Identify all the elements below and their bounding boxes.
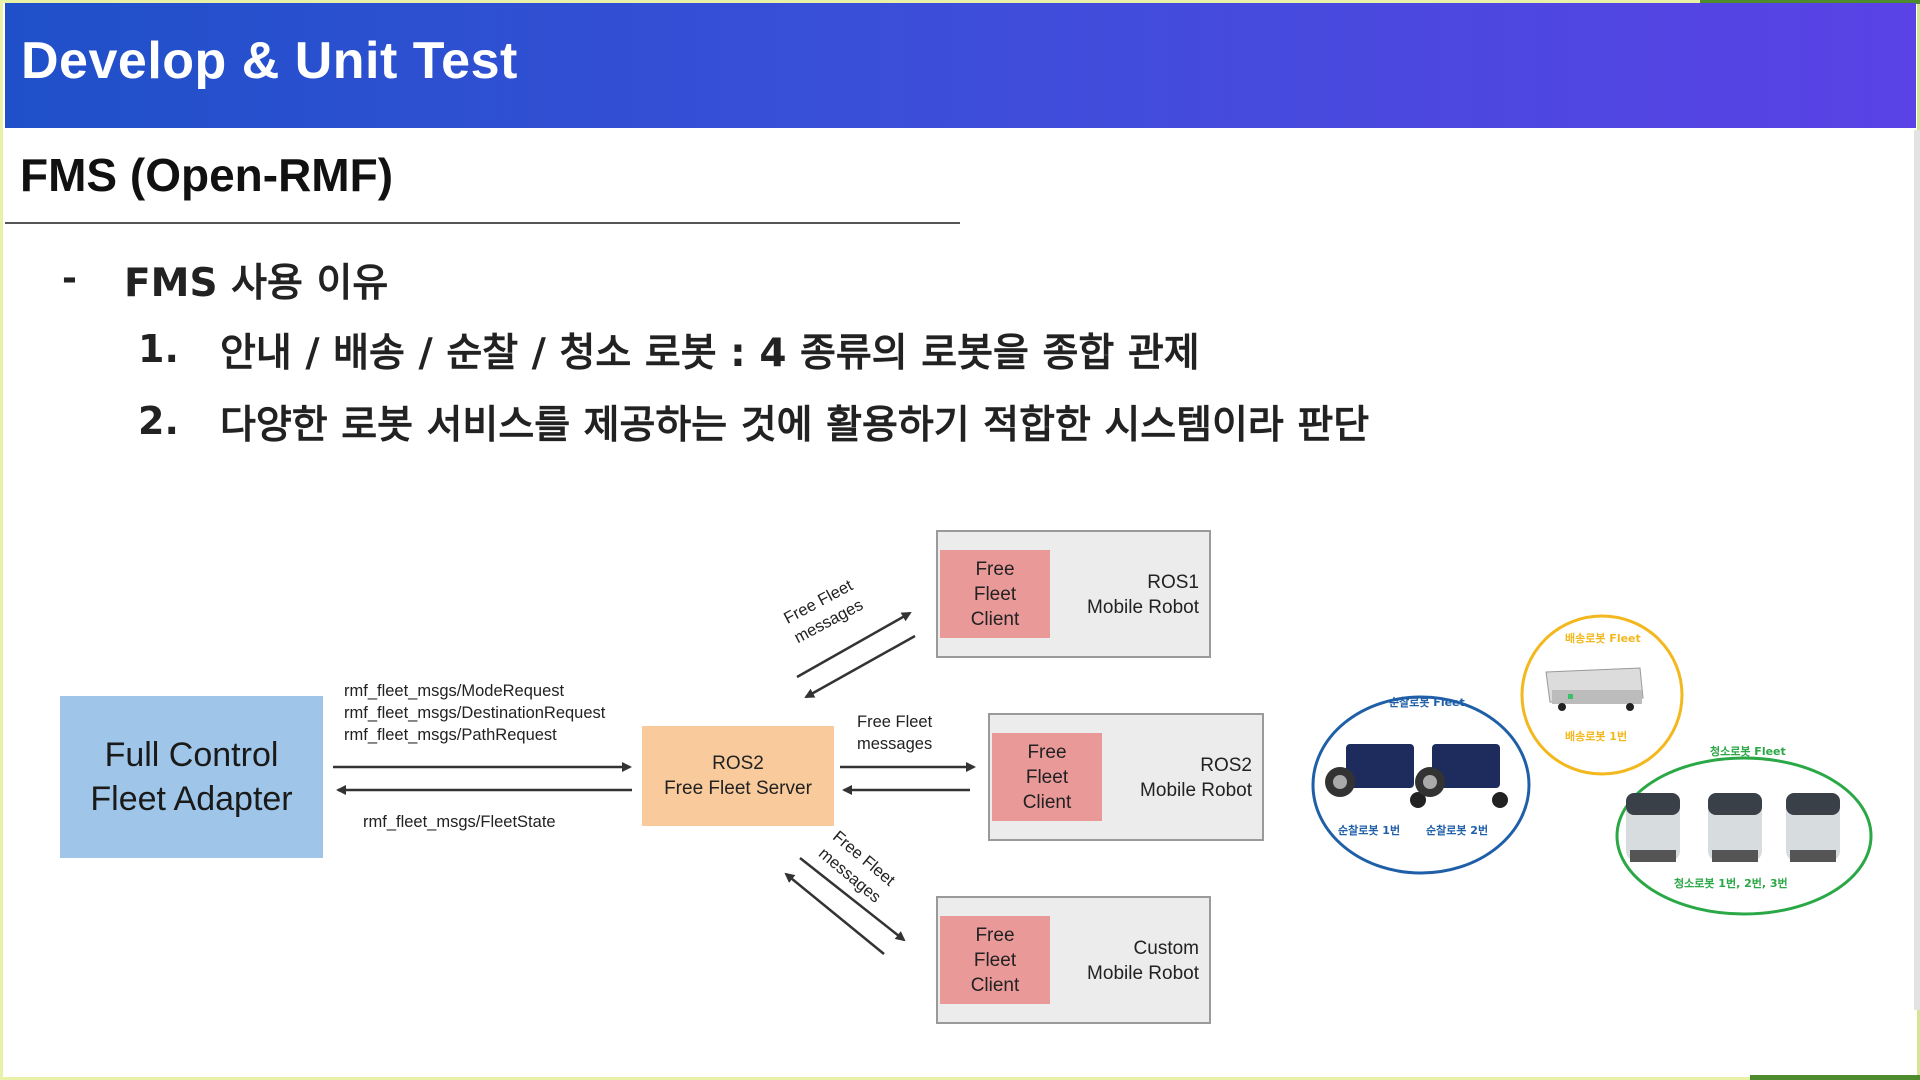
client-label-line: Free: [975, 558, 1015, 580]
client-label-line: Client: [970, 974, 1020, 996]
item-number: 2.: [138, 399, 179, 443]
robot-label-line: Mobile Robot: [1140, 780, 1252, 801]
cleaning-fleet-title: 청소로봇 Fleet: [1710, 745, 1786, 758]
request-message: rmf_fleet_msgs/PathRequest: [344, 726, 557, 744]
robot-label-line: Mobile Robot: [1087, 597, 1199, 618]
from-ros1-arrow: [804, 634, 916, 699]
cleaning-robot-1-illustration: [1626, 793, 1680, 862]
delivery-robot-1-label: 배송로봇 1번: [1565, 730, 1628, 743]
request-message: rmf_fleet_msgs/ModeRequest: [344, 682, 565, 700]
slide-header: Develop & Unit Test: [5, 3, 1916, 128]
bullet-heading: FMS 사용 이유: [124, 261, 389, 306]
free-fleet-server-box: ROS2 Free Fleet Server: [642, 726, 834, 826]
right-edge-strip: [1914, 130, 1920, 1010]
patrol-fleet-title: 순찰로봇 Fleet: [1389, 696, 1465, 709]
patrol-robot-2-illustration: [1415, 744, 1508, 808]
client-label-line: Client: [970, 608, 1020, 630]
messages-line: messages: [857, 735, 933, 753]
fleet-state-message: rmf_fleet_msgs/FleetState: [363, 813, 556, 831]
client-label-line: Free: [975, 924, 1015, 946]
robot-label: ROS1 Mobile Robot: [1087, 570, 1199, 620]
cleaning-robot-3-illustration: [1786, 793, 1840, 862]
client-label-line: Fleet: [973, 583, 1017, 605]
free-fleet-messages-label: Free Fleet messages: [857, 711, 932, 755]
custom-robot-box: Free Fleet Client Custom Mobile Robot: [936, 896, 1211, 1024]
server-label-line: ROS2: [712, 753, 764, 774]
delivery-fleet-title: 배송로봇 Fleet: [1565, 632, 1641, 645]
corner-accent-bottom: [1750, 1075, 1920, 1080]
item-text: 안내 / 배송 / 순찰 / 청소 로봇 : 4 종류의 로봇을 종합 관제: [220, 331, 1200, 376]
delivery-robot-illustration: [1545, 667, 1644, 711]
free-fleet-client-box: Free Fleet Client: [940, 916, 1050, 1004]
robot-label: ROS2 Mobile Robot: [1140, 753, 1252, 803]
patrol-robot-1-label: 순찰로봇 1번: [1338, 824, 1401, 837]
patrol-robot-2-label: 순찰로봇 2번: [1426, 824, 1489, 837]
client-label-line: Client: [1022, 791, 1072, 813]
delivery-fleet-circle: [1520, 614, 1684, 776]
patrol-fleet-circle: [1311, 695, 1531, 875]
robot-label-line: Custom: [1133, 938, 1199, 959]
patrol-robot-1-illustration: [1325, 744, 1426, 808]
ros2-robot-box: Free Fleet Client ROS2 Mobile Robot: [988, 713, 1264, 841]
bullet-dash: -: [62, 258, 77, 299]
client-label-line: Free: [1027, 741, 1067, 763]
free-fleet-client-box: Free Fleet Client: [992, 733, 1102, 821]
robot-label-line: ROS1: [1147, 572, 1199, 593]
adapter-label-line: Fleet Adapter: [90, 780, 293, 818]
from-custom-arrow: [784, 872, 885, 955]
fleet-adapter-box: Full Control Fleet Adapter: [60, 696, 323, 858]
to-ros1-arrow: [796, 611, 912, 679]
request-message: rmf_fleet_msgs/DestinationRequest: [344, 704, 606, 722]
cleaning-robot-2-illustration: [1708, 793, 1762, 862]
to-custom-arrow: [799, 857, 906, 942]
section-divider: [5, 222, 960, 224]
robot-label-line: Mobile Robot: [1087, 963, 1199, 984]
client-label-line: Fleet: [1025, 766, 1069, 788]
free-fleet-client-box: Free Fleet Client: [940, 550, 1050, 638]
corner-accent-top: [1700, 0, 1920, 4]
cleaning-fleet-circle: [1615, 756, 1873, 916]
robot-label: Custom Mobile Robot: [1087, 936, 1199, 986]
robot-label-line: ROS2: [1200, 755, 1252, 776]
section-title: FMS (Open-RMF): [20, 149, 394, 201]
client-label-line: Fleet: [973, 949, 1017, 971]
slide-title: Develop & Unit Test: [21, 32, 518, 90]
adapter-label-line: Full Control: [104, 736, 279, 774]
request-messages: rmf_fleet_msgs/ModeRequest rmf_fleet_msg…: [344, 680, 605, 746]
ros1-robot-box: Free Fleet Client ROS1 Mobile Robot: [936, 530, 1211, 658]
cleaning-robots-label: 청소로봇 1번, 2번, 3번: [1674, 877, 1788, 890]
item-text: 다양한 로봇 서비스를 제공하는 것에 활용하기 적합한 시스템이라 판단: [220, 403, 1370, 448]
messages-line: Free Fleet: [857, 713, 933, 731]
item-number: 1.: [138, 327, 179, 371]
server-label-line: Free Fleet Server: [664, 778, 812, 799]
